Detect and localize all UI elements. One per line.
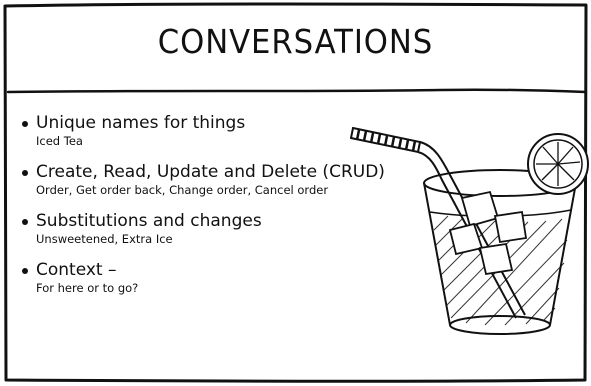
bullet-detail: Iced Tea (36, 134, 83, 148)
bullet-detail: For here or to go? (36, 281, 139, 295)
bullet-dot (22, 170, 28, 176)
straw-icon (350, 126, 526, 319)
bullet-dot (22, 268, 28, 274)
bullet-heading: Create, Read, Update and Delete (CRUD) (36, 162, 385, 182)
bullet-heading: Context – (36, 260, 117, 280)
bullet-item: Unique names for things Iced Tea (22, 113, 442, 149)
bullet-heading: Unique names for things (36, 113, 246, 133)
bullet-dot (22, 121, 28, 127)
bullet-list: Unique names for things Iced Tea Create,… (22, 113, 442, 309)
slide-title: CONVERSATIONS (157, 22, 434, 61)
bullet-item: Context – For here or to go? (22, 260, 442, 296)
bullet-dot (22, 219, 28, 225)
bullet-detail: Order, Get order back, Change order, Can… (36, 183, 329, 197)
bullet-item: Create, Read, Update and Delete (CRUD) O… (22, 162, 442, 198)
bullet-detail: Unsweetened, Extra Ice (36, 232, 173, 246)
bullet-item: Substitutions and changes Unsweetened, E… (22, 211, 442, 247)
ice-cube-icon (448, 190, 528, 276)
lemon-slice-icon (527, 133, 589, 195)
bullet-heading: Substitutions and changes (36, 211, 262, 231)
iced-tea-illustration (350, 126, 589, 335)
